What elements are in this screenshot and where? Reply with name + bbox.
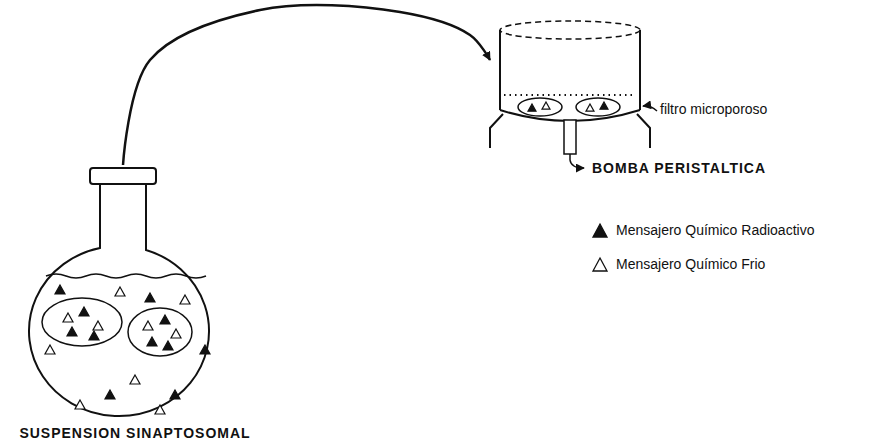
- cold-messenger: [115, 287, 125, 296]
- cold-messenger: [542, 102, 550, 109]
- radioactive-messenger: [147, 337, 157, 346]
- filter-node: filtro microporoso: [490, 15, 780, 150]
- radioactive-messenger: [600, 102, 608, 109]
- cylinder-side: [639, 30, 641, 110]
- radioactive-messenger: [145, 293, 155, 302]
- cold-messenger: [130, 375, 140, 384]
- radioactive-messenger: [89, 331, 99, 340]
- radioactive-messenger: [200, 345, 210, 354]
- filter-label: filtro microporoso: [660, 101, 767, 117]
- flask-node: SUSPENSION SINAPTOSOMAL: [15, 165, 255, 444]
- microporous-filter: [504, 94, 636, 96]
- trapped-synaptosome: [518, 98, 562, 116]
- cold-messenger: [155, 405, 165, 414]
- synaptosome: [128, 308, 192, 356]
- legend-text: Mensajero Químico Frio: [616, 256, 765, 272]
- flask-lip: [90, 168, 156, 184]
- outlet-tube: [564, 120, 576, 154]
- legend-filled-triangle: [593, 224, 607, 237]
- pump-arrow: [570, 154, 584, 168]
- radioactive-messenger: [79, 307, 89, 316]
- cylinder-top: [500, 21, 640, 39]
- filter-leader: [643, 106, 657, 111]
- radioactive-messenger: [67, 327, 77, 336]
- cold-messenger: [171, 329, 181, 338]
- radioactive-messenger: [163, 341, 173, 350]
- liquid-surface: [46, 274, 206, 278]
- cold-messenger: [586, 104, 594, 111]
- cold-messenger: [143, 321, 153, 330]
- stand-leg: [637, 114, 650, 148]
- radioactive-messenger: [105, 390, 115, 399]
- transfer-arrow: [123, 5, 490, 165]
- trapped-synaptosome: [576, 98, 620, 116]
- synaptosome: [42, 298, 122, 346]
- cold-messenger: [63, 313, 73, 322]
- legend-text: Mensajero Químico Radioactivo: [616, 222, 814, 238]
- radioactive-messenger: [55, 285, 65, 294]
- cold-messenger: [45, 345, 55, 354]
- radioactive-messenger: [160, 315, 170, 324]
- cylinder-side: [499, 30, 501, 110]
- radioactive-messenger: [528, 104, 536, 111]
- cold-messenger: [93, 321, 103, 330]
- flask-body: [29, 184, 209, 416]
- cold-messenger: [180, 295, 190, 304]
- radioactive-messenger: [170, 390, 180, 399]
- stand-leg: [490, 114, 503, 148]
- pump-label: BOMBA PERISTALTICA: [592, 160, 766, 176]
- legend-open-triangle: [593, 258, 607, 271]
- cold-messenger: [75, 400, 85, 409]
- flask-caption: SUSPENSION SINAPTOSOMAL: [19, 425, 250, 441]
